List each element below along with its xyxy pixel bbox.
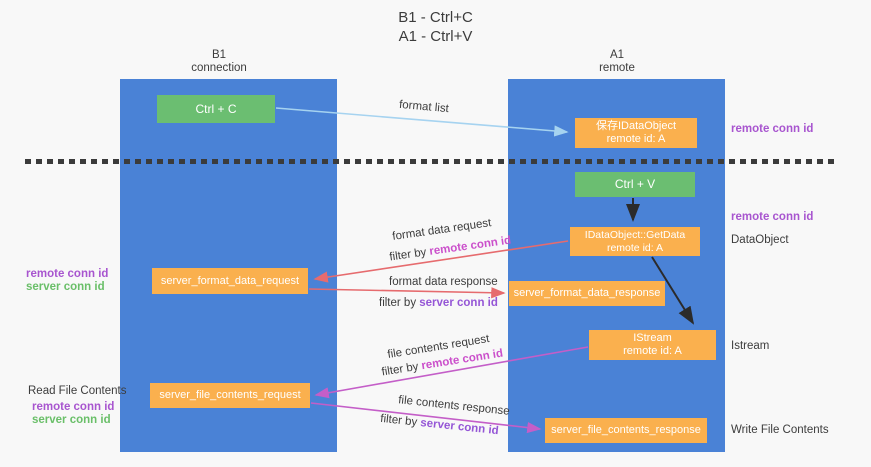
getdata-line1: IDataObject::GetData xyxy=(584,228,686,241)
save-idataobject-label: 保存IDataObject remote id: A xyxy=(596,120,676,146)
filter-by-text: filter by xyxy=(379,297,420,309)
remote-conn-id-annotation-left-2: remote conn id xyxy=(32,401,115,413)
server-file-contents-request-label: server_file_contents_request xyxy=(159,389,301,401)
remote-conn-id-annotation-mid: remote conn id xyxy=(731,211,814,223)
left-column-subtitle: connection xyxy=(191,62,247,74)
ctrl-v-box: Ctrl + V xyxy=(575,172,695,197)
server-conn-id-annotation-left-2: server conn id xyxy=(32,414,111,426)
server-conn-id-annotation-left-1: server conn id xyxy=(26,281,105,293)
dashed-separator-line xyxy=(25,159,838,164)
server-conn-id-text: server conn id xyxy=(419,417,500,438)
arrow-format-data-response xyxy=(308,287,506,299)
left-column-title: B1 xyxy=(211,49,227,61)
write-file-contents-annotation: Write File Contents xyxy=(731,424,829,436)
istream-annotation: Istream xyxy=(731,340,770,352)
istream-box: IStream remote id: A xyxy=(589,330,716,360)
save-idataobject-line2: remote id: A xyxy=(606,133,666,145)
server-format-data-response-label: server_format_data_response xyxy=(513,287,661,299)
remote-conn-id-annotation-left-1: remote conn id xyxy=(26,268,109,280)
filter-by-server-conn-id-label-1: filter by server conn id xyxy=(379,297,498,309)
title-line-2: A1 - Ctrl+V xyxy=(398,28,473,45)
getdata-line2: remote id: A xyxy=(606,241,663,254)
remote-conn-id-annotation-top: remote conn id xyxy=(731,123,814,135)
ctrl-v-label: Ctrl + V xyxy=(614,177,656,191)
ctrl-c-label: Ctrl + C xyxy=(195,101,237,116)
save-idataobject-line1: 保存IDataObject xyxy=(595,120,677,132)
filter-by-text: filter by xyxy=(388,245,431,264)
server-file-contents-request-box: server_file_contents_request xyxy=(150,383,310,408)
dataobject-annotation: DataObject xyxy=(731,234,789,246)
filter-by-text: filter by xyxy=(380,360,423,379)
istream-line2: remote id: A xyxy=(623,345,682,357)
server-format-data-response-box: server_format_data_response xyxy=(509,281,665,306)
right-column-subtitle: remote xyxy=(599,62,635,74)
left-column-header: B1 connection xyxy=(159,49,279,75)
server-file-contents-response-box: server_file_contents_response xyxy=(545,418,707,443)
read-file-contents-annotation: Read File Contents xyxy=(28,385,127,397)
right-column-title: A1 xyxy=(609,49,625,61)
server-conn-id-text: server conn id xyxy=(419,297,498,309)
idataobject-getdata-box: IDataObject::GetData remote id: A xyxy=(570,227,700,256)
filter-by-server-conn-id-label-2: filter by server conn id xyxy=(380,413,499,437)
right-column-header: A1 remote xyxy=(557,49,677,75)
file-contents-response-label: file contents response xyxy=(397,394,511,418)
server-format-data-request-box: server_format_data_request xyxy=(152,268,308,294)
remote-conn-id-text: remote conn id xyxy=(428,234,512,258)
ctrl-c-box: Ctrl + C xyxy=(157,95,275,123)
idataobject-getdata-label: IDataObject::GetData remote id: A xyxy=(585,229,685,255)
filter-by-text: filter by xyxy=(379,412,421,429)
title-line-1: B1 - Ctrl+C xyxy=(398,9,473,26)
diagram-title: B1 - Ctrl+C A1 - Ctrl+V xyxy=(0,8,871,46)
format-list-label: format list xyxy=(398,98,450,116)
save-idataobject-box: 保存IDataObject remote id: A xyxy=(575,118,697,148)
istream-box-label: IStream remote id: A xyxy=(623,332,682,358)
istream-line1: IStream xyxy=(633,332,672,344)
server-format-data-request-label: server_format_data_request xyxy=(160,274,300,287)
format-data-response-label: format data response xyxy=(389,276,498,288)
server-file-contents-response-label: server_file_contents_response xyxy=(551,424,701,436)
